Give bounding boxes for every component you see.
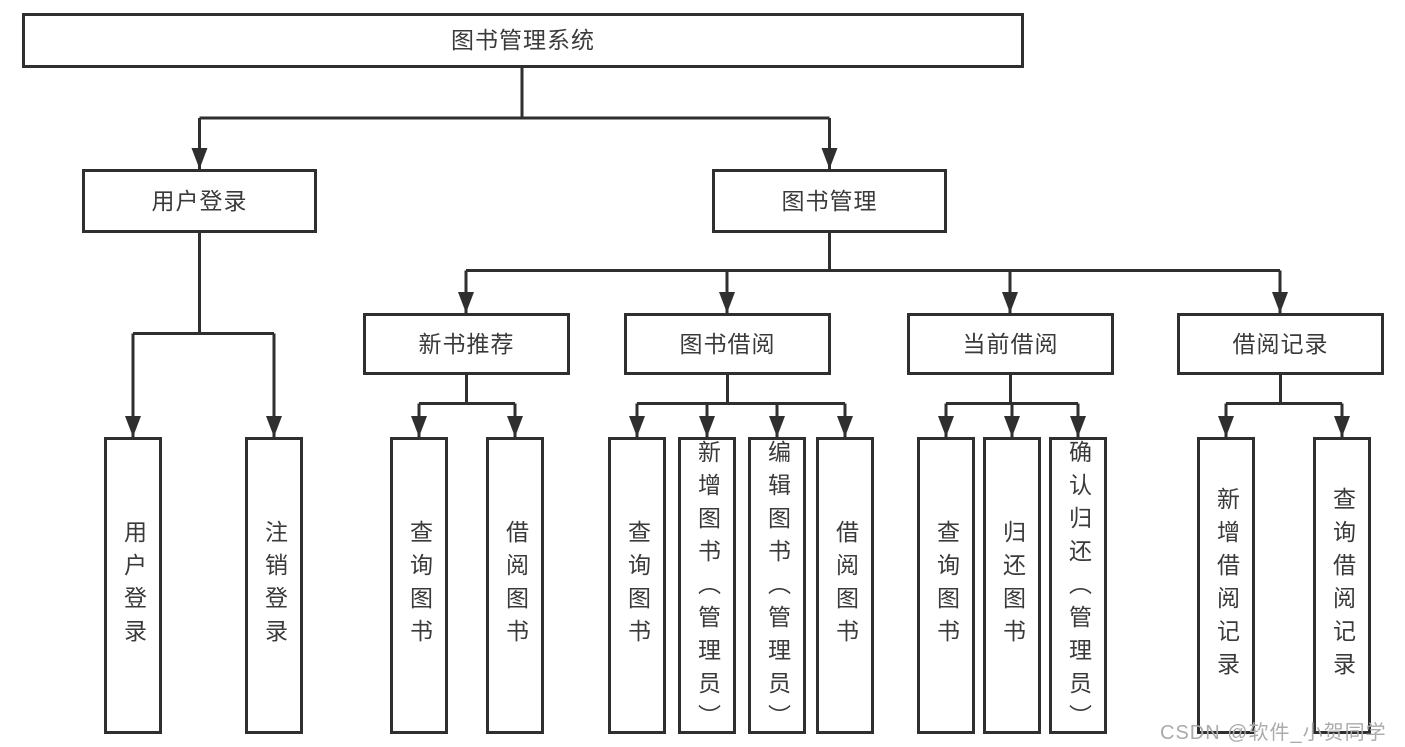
leaf-user-login: 用户登录 <box>104 437 162 734</box>
leaf-query-borrow-record: 查询借阅记录 <box>1313 437 1371 734</box>
leaf-return-book: 归还图书 <box>983 437 1041 734</box>
leaf-borrow-book: 借阅图书 <box>486 437 544 734</box>
leaf-query-book: 查询图书 <box>917 437 975 734</box>
leaf-confirm-return-admin: 确认归还（管理员） <box>1049 437 1107 737</box>
node-book-borrow: 图书借阅 <box>624 313 831 375</box>
leaf-edit-book-admin: 编辑图书（管理员） <box>748 437 806 737</box>
leaf-query-book: 查询图书 <box>390 437 448 734</box>
leaf-logout-login: 注销登录 <box>245 437 303 734</box>
leaf-add-book-admin: 新增图书（管理员） <box>678 437 736 737</box>
leaf-add-borrow-record: 新增借阅记录 <box>1197 437 1255 734</box>
node-new-book-recommend: 新书推荐 <box>363 313 570 375</box>
node-book-management: 图书管理 <box>712 169 947 233</box>
leaf-borrow-book: 借阅图书 <box>816 437 874 734</box>
node-library-system: 图书管理系统 <box>22 13 1024 68</box>
node-borrow-records: 借阅记录 <box>1177 313 1384 375</box>
leaf-query-book: 查询图书 <box>608 437 666 734</box>
node-user-login: 用户登录 <box>82 169 317 233</box>
csdn-watermark: CSDN @软件_小贺同学 <box>1160 722 1387 744</box>
node-current-borrow: 当前借阅 <box>907 313 1114 375</box>
